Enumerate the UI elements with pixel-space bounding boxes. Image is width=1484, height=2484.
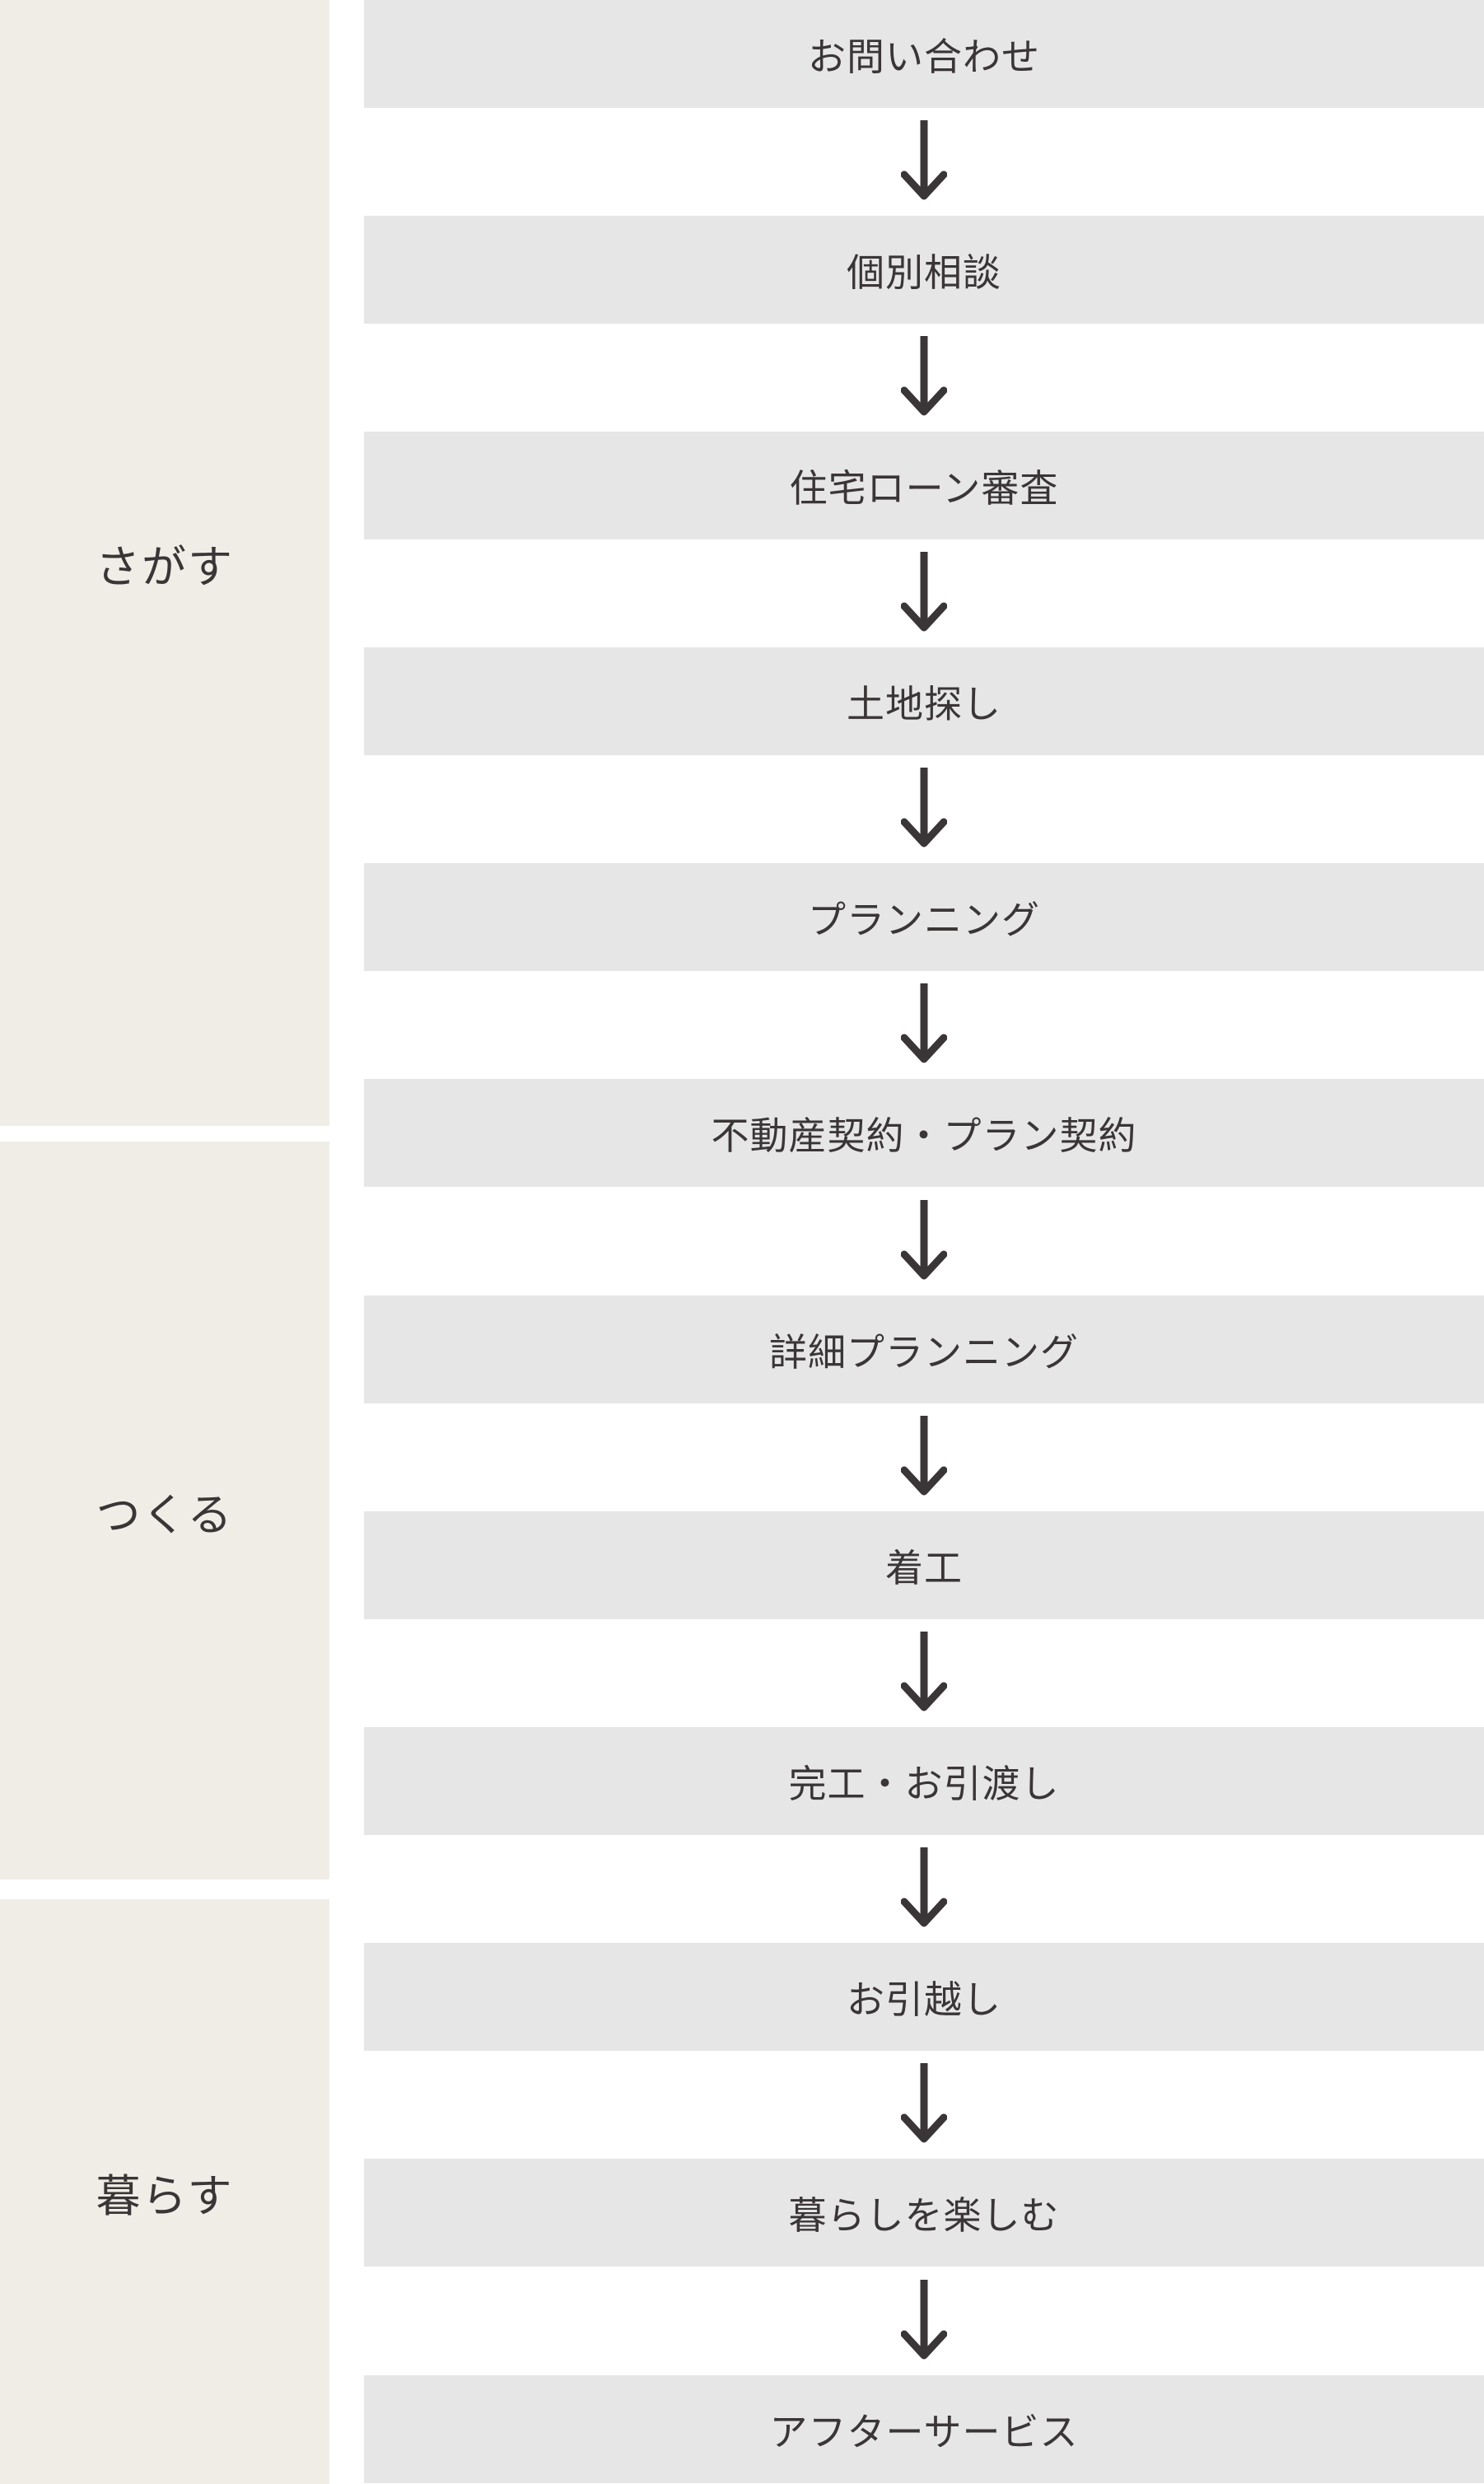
- step-label: 個別相談: [847, 250, 1001, 295]
- step-label: 土地探し: [847, 681, 1001, 726]
- phase-block-sagasu: さがす: [0, 0, 329, 1126]
- step-land-search: 土地探し: [364, 647, 1484, 755]
- step-planning: プランニング: [364, 863, 1484, 971]
- phase-block-kurasu: 暮らす: [0, 1899, 329, 2484]
- down-arrow-icon: [901, 1200, 947, 1282]
- step-label: 不動産契約・プラン契約: [711, 1113, 1137, 1158]
- down-arrow-icon: [901, 1416, 947, 1498]
- down-arrow-icon: [901, 768, 947, 850]
- step-loan-review: 住宅ローン審査: [364, 432, 1484, 539]
- step-label: 詳細プランニング: [769, 1329, 1079, 1375]
- down-arrow-icon: [901, 1847, 947, 1930]
- step-contract: 不動産契約・プラン契約: [364, 1079, 1484, 1187]
- phase-label: さがす: [96, 541, 234, 593]
- down-arrow-icon: [901, 336, 947, 418]
- step-label: 完工・お引渡し: [788, 1761, 1060, 1806]
- step-label: お引越し: [847, 1977, 1001, 2022]
- step-enjoy-living: 暮らしを楽しむ: [364, 2159, 1484, 2267]
- step-label: 着工: [885, 1545, 963, 1590]
- step-label: 暮らしを楽しむ: [788, 2192, 1060, 2238]
- step-completion-handover: 完工・お引渡し: [364, 1727, 1484, 1835]
- step-label: お問い合わせ: [808, 34, 1040, 79]
- phase-block-tsukuru: つくる: [0, 1142, 329, 1879]
- step-label: 住宅ローン審査: [789, 465, 1059, 511]
- down-arrow-icon: [901, 2063, 947, 2145]
- step-detailed-planning: 詳細プランニング: [364, 1296, 1484, 1403]
- step-label: プランニング: [808, 897, 1040, 942]
- step-moving: お引越し: [364, 1943, 1484, 2051]
- step-construction-start: 着工: [364, 1511, 1484, 1619]
- down-arrow-icon: [901, 1632, 947, 1714]
- phase-label: つくる: [96, 1488, 234, 1541]
- step-after-service: アフターサービス: [364, 2375, 1484, 2483]
- down-arrow-icon: [901, 2280, 947, 2362]
- step-consultation: 個別相談: [364, 216, 1484, 324]
- down-arrow-icon: [901, 120, 947, 203]
- down-arrow-icon: [901, 552, 947, 634]
- down-arrow-icon: [901, 983, 947, 1066]
- step-label: アフターサービス: [769, 2409, 1079, 2454]
- step-inquiry: お問い合わせ: [364, 0, 1484, 108]
- phase-label: 暮らす: [96, 2169, 234, 2222]
